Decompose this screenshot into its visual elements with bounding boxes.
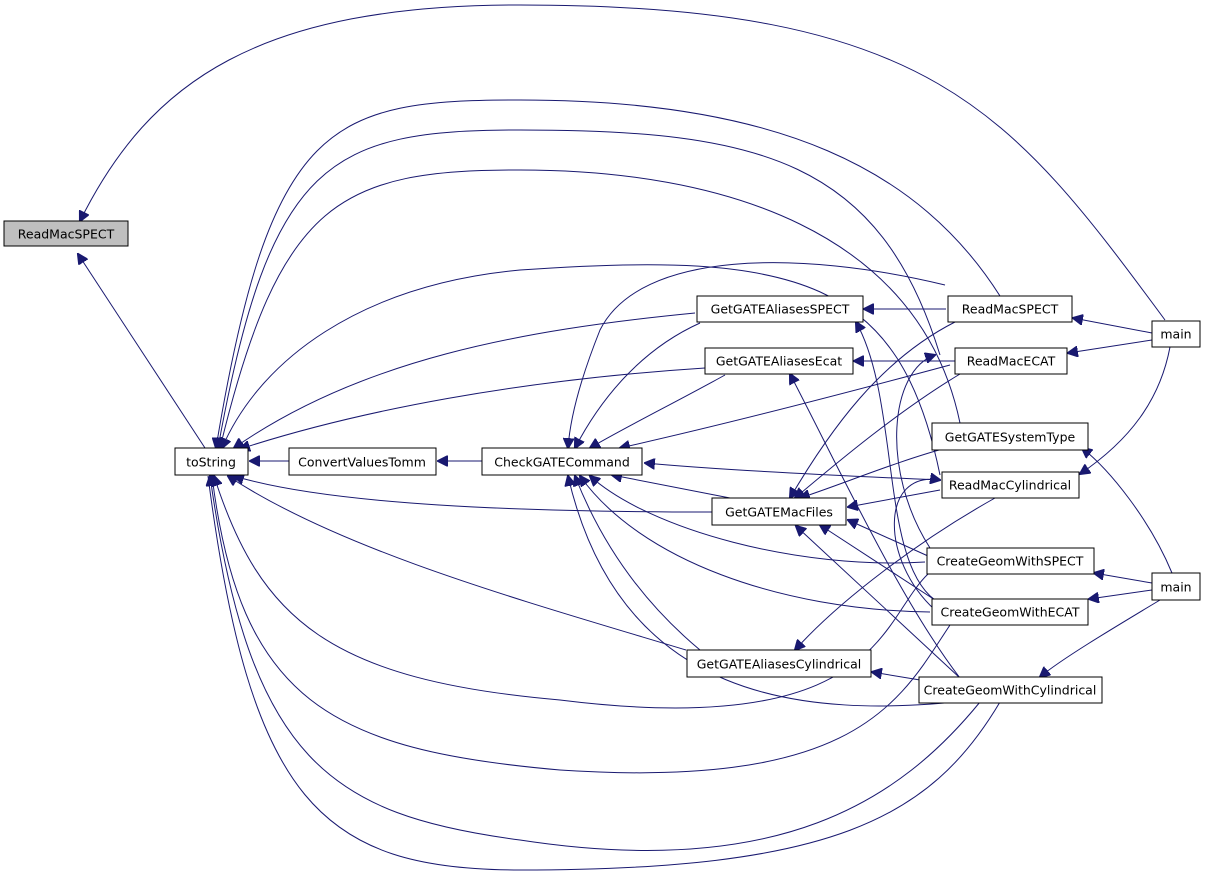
edge-readmacspect-to-tostring [216,99,1001,448]
edge-readmacspect-to-getgatemacfiles [790,321,956,498]
edge-main1-to-readmacspect-root [80,4,1166,321]
node-main-2[interactable]: main [1151,572,1201,601]
edge-creategeomwithecat-to-checkgatecommand [580,476,931,613]
node-label: GetGATEAliasesCylindrical [697,657,862,672]
node-creategeomwithecat[interactable]: CreateGeomWithECAT [931,598,1089,626]
edge-main1-to-readmacspect [1073,318,1153,334]
node-readmaccylindrical[interactable]: ReadMacCylindrical [941,471,1080,499]
node-getgatemacfiles[interactable]: GetGATEMacFiles [711,497,847,526]
edge-main2-to-creategeomwithcylindrical [1040,599,1161,677]
node-label: CreateGeomWithECAT [941,605,1080,620]
edge-creategeomwithcylindrical-to-checkgatecommand [568,476,976,707]
edge-getgatealiasesecat-to-tostring [240,367,706,449]
edge-creategeomwithspect-to-tostring [214,476,929,709]
node-label: GetGATEMacFiles [725,505,833,520]
edge-getgatealiasescylindrical-to-checkgatecommand [575,476,701,651]
edge-creategeomwithecat-to-tostring [212,476,951,774]
node-tostring[interactable]: toString [174,447,249,476]
edge-creategeomwithspect-to-readmacspect [896,355,935,549]
edge-creategeomwithcylindrical-to-getgatealiasesecat [790,374,961,679]
node-creategeomwithcylindrical[interactable]: CreateGeomWithCylindrical [918,676,1103,704]
edge-readmaccylindrical-to-tostring [222,264,941,476]
edge-readmacspect-to-checkgatecommand [568,262,946,448]
edge-getgatealiasesspect-to-checkgatecommand [575,322,701,448]
edge-readmaccylindrical-to-getgatemacfiles [848,489,941,507]
node-label: GetGATESystemType [945,430,1076,445]
edge-creategeomwithcylindrical-to-getgatemacfiles [796,526,961,679]
edge-readmaccylindrical-to-getgatealiasescylindrical [795,497,996,650]
node-label: ReadMacSPECT [962,302,1059,317]
node-getgatealiasescylindrical[interactable]: GetGATEAliasesCylindrical [686,649,872,678]
edge-creategeomwithcylindrical-to-tostring [210,476,981,851]
node-readmacspect[interactable]: ReadMacSPECT [947,295,1073,323]
node-getgatealiasesspect[interactable]: GetGATEAliasesSPECT [696,295,864,323]
node-checkgatecommand[interactable]: CheckGATECommand [481,447,643,476]
node-getgatealiasesecat[interactable]: GetGATEAliasesEcat [704,347,854,375]
edge-getgatealiasesecat-to-checkgatecommand [590,374,726,448]
edge-readmaccylindrical-to-checkgatecommand [645,463,941,481]
node-label: CreateGeomWithCylindrical [924,683,1097,698]
node-label: toString [186,455,236,470]
node-getgatesystemtype[interactable]: GetGATESystemType [931,422,1089,451]
edge-creategeomwithecat-to-readmacecat [893,479,940,611]
edge-creategeomwithspect-to-checkgatecommand [590,476,926,564]
node-label: CreateGeomWithSPECT [937,554,1084,569]
node-readmacecat[interactable]: ReadMacECAT [954,347,1068,375]
edges-layer [78,4,1173,871]
edge-readmacecat-to-tostring [218,129,941,448]
edge-readmacecat-to-getgatemacfiles [795,373,961,498]
edge-main1-to-readmaccylindrical [1080,346,1171,474]
node-label: main [1160,580,1191,595]
node-label: main [1160,327,1191,342]
edge-getgatemacfiles-to-checkgatecommand [612,475,731,499]
edge-creategeomwithspect-to-getgatemacfiles [848,520,929,557]
node-label: ReadMacSPECT [18,227,115,242]
node-label: ReadMacCylindrical [949,478,1071,493]
node-label: CheckGATECommand [494,455,630,470]
edge-tostring-to-readmacspect-root [78,254,206,449]
edge-getgatesystemtype-to-getgatemacfiles [800,446,951,498]
edge-creategeomwithcylindrical-to-tostring-2 [207,475,1001,871]
edge-main2-to-creategeomwithecat [1089,589,1153,599]
edge-main2-to-getgatesystemtype [1082,448,1173,574]
edge-creategeomwithcylindrical-to-getgatealiasescylindrical [872,672,921,681]
node-creategeomwithspect[interactable]: CreateGeomWithSPECT [926,547,1095,575]
node-label: ConvertValuesTomm [298,455,426,470]
edge-getgatemacfiles-to-tostring [234,476,713,513]
edge-getgatesystemtype-to-tostring [220,169,961,448]
edge-main1-to-readmacecat [1068,339,1153,353]
node-label: GetGATEAliasesSPECT [711,302,850,317]
edge-readmacecat-to-checkgatecommand [620,364,951,448]
edge-getgatealiasesspect-to-tostring [234,312,696,448]
edge-getgatealiasescylindrical-to-tostring [228,476,687,651]
edge-main2-to-creategeomwithspect [1094,573,1153,584]
edge-creategeomwithecat-to-getgatealiasesspect [856,322,936,601]
node-readmacspect-root[interactable]: ReadMacSPECT [3,220,129,247]
nodes-layer: ReadMacSPECT toString ConvertValuesTomm … [3,220,1201,704]
node-convertvaluestomm[interactable]: ConvertValuesTomm [288,447,437,476]
node-label: GetGATEAliasesEcat [716,354,842,369]
node-main-1[interactable]: main [1151,320,1201,348]
node-label: ReadMacECAT [967,354,1056,369]
